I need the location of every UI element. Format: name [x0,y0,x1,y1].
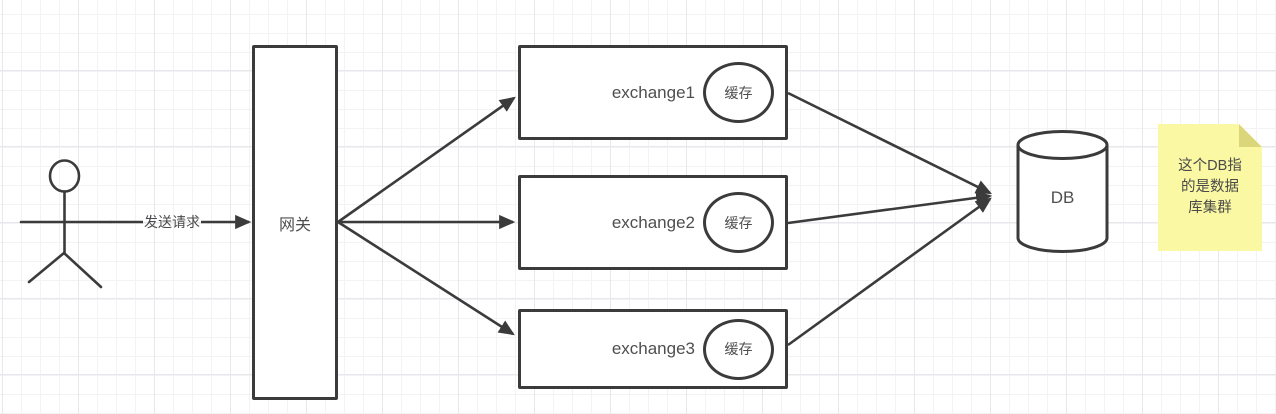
exchange1-label: exchange1 [611,82,695,102]
exchange2-node[interactable]: exchange2 缓存 [518,175,788,270]
arrow-gateway-exchange3[interactable] [337,220,515,336]
db-cylinder-top [1016,130,1109,160]
user-actor[interactable] [19,159,112,289]
cache-label: 缓存 [724,341,753,357]
cache-label: 缓存 [724,84,753,101]
arrow-exchange3-db[interactable] [787,197,992,347]
db-cylinder[interactable] [1016,130,1109,253]
exchange2-cache-circle[interactable]: 缓存 [703,192,774,253]
arrow-exchange1-db[interactable] [787,91,993,195]
gateway-node[interactable]: 网关 [252,45,338,400]
note-text: 这个DB指 的是数据 库集群 [1178,158,1242,216]
exchange2-label: exchange2 [611,212,695,232]
db-cylinder-body [1016,145,1109,253]
exchange1-cache-circle[interactable]: 缓存 [703,62,774,123]
gateway-label: 网关 [278,216,311,234]
exchange3-label: exchange3 [611,339,695,358]
arrow-exchange2-db[interactable] [787,190,993,225]
db-converge-arrows[interactable] [787,91,993,347]
request-arrow-label: 发送请求 [144,214,200,230]
actor-leg-left [27,251,66,284]
sticky-note[interactable]: 这个DB指 的是数据 库集群 [1158,124,1262,251]
arrow-gateway-exchange1[interactable] [337,96,516,224]
cache-label: 缓存 [724,214,753,231]
actor-head [48,159,81,193]
exchange3-node[interactable]: exchange3 缓存 [518,309,788,389]
exchange1-node[interactable]: exchange1 缓存 [518,45,788,140]
actor-leg-right [62,251,103,289]
gateway-fanout-arrows[interactable] [337,96,516,336]
exchange3-cache-circle[interactable]: 缓存 [703,318,774,380]
db-label: DB [1050,187,1075,207]
